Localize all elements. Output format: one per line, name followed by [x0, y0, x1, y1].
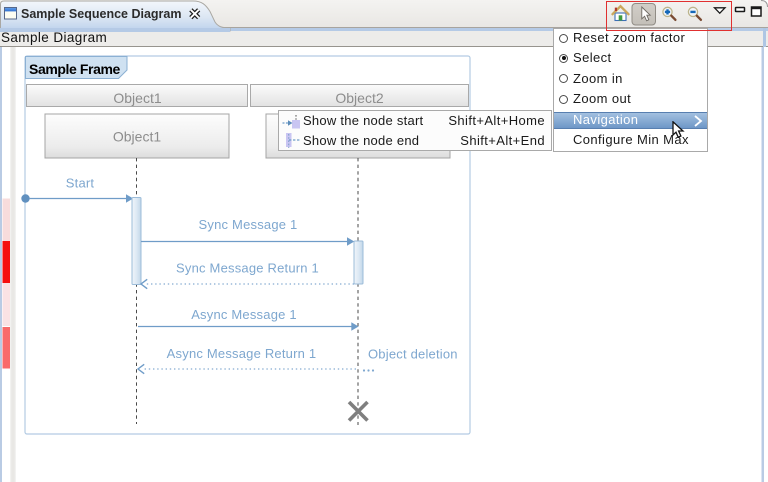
svg-text:Async Message Return 1: Async Message Return 1: [167, 346, 317, 361]
svg-text:Start: Start: [66, 176, 95, 191]
svg-text:Object deletion: Object deletion: [368, 347, 458, 362]
svg-text:Object1: Object1: [113, 129, 161, 145]
svg-text:Sync Message 1: Sync Message 1: [199, 217, 298, 232]
svg-text:Sync Message Return 1: Sync Message Return 1: [176, 261, 319, 276]
svg-text:Object1: Object1: [113, 90, 161, 106]
svg-text:Object2: Object2: [335, 90, 383, 106]
svg-text:Sample Sequence Diagram: Sample Sequence Diagram: [21, 7, 181, 21]
svg-text:Sample Frame: Sample Frame: [29, 61, 121, 77]
svg-text:Async Message 1: Async Message 1: [191, 307, 297, 322]
